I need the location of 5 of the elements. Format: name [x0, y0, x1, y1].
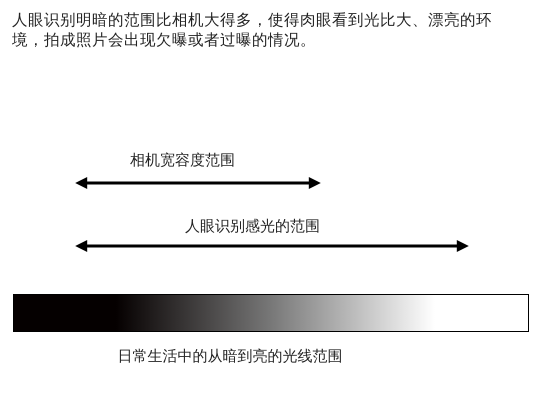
caption-text: 日常生活中的从暗到亮的光线范围	[118, 346, 342, 366]
gradient-bar	[13, 294, 529, 332]
range-label: 人眼识别感光的范围	[185, 216, 320, 236]
range-label: 相机宽容度范围	[130, 150, 235, 170]
title-text: 人眼识别明暗的范围比相机大得多，使得肉眼看到光比大、漂亮的环境，拍成照片会出现欠曝或者过曝的情况。	[12, 10, 493, 50]
